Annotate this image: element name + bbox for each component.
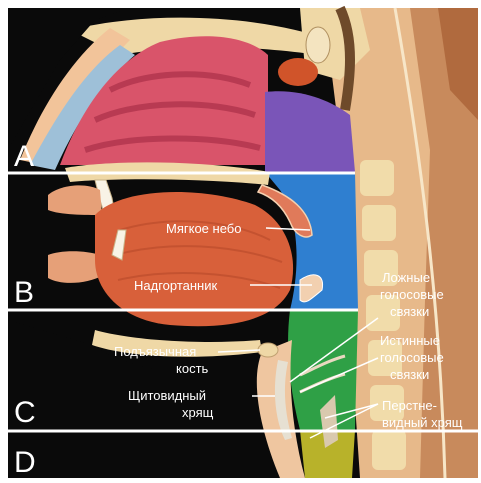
section-letter-c: C [14,396,36,429]
label-thyroid-line-2: хрящ [182,405,214,420]
section-letter-a: A [14,140,34,173]
label-false-cords-line-2: голосовые [380,287,444,302]
label-true-cords-line-3: связки [390,367,429,382]
hyoid-bone [258,343,278,357]
tongue [95,192,293,326]
label-epiglottis: Надгортанник [134,278,217,293]
label-true-cords-line-2: голосовые [380,350,444,365]
label-thyroid-line-1: Щитовидный [128,388,206,403]
label-false-cords-line-3: связки [390,304,429,319]
label-hyoid-line-1: Подъязычная [114,344,196,359]
label-hyoid-line-2: кость [176,361,209,376]
section-letter-b: B [14,276,34,309]
label-true-cords-line-1: Истинные [380,333,440,348]
label-false-cords-line-1: Ложные [382,270,430,285]
label-cricoid-line-1: Перстне- [382,398,437,413]
section-letter-d: D [14,446,36,479]
label-soft-palate: Мягкое небо [166,221,241,236]
label-cricoid-line-2: видный хрящ [382,415,463,430]
